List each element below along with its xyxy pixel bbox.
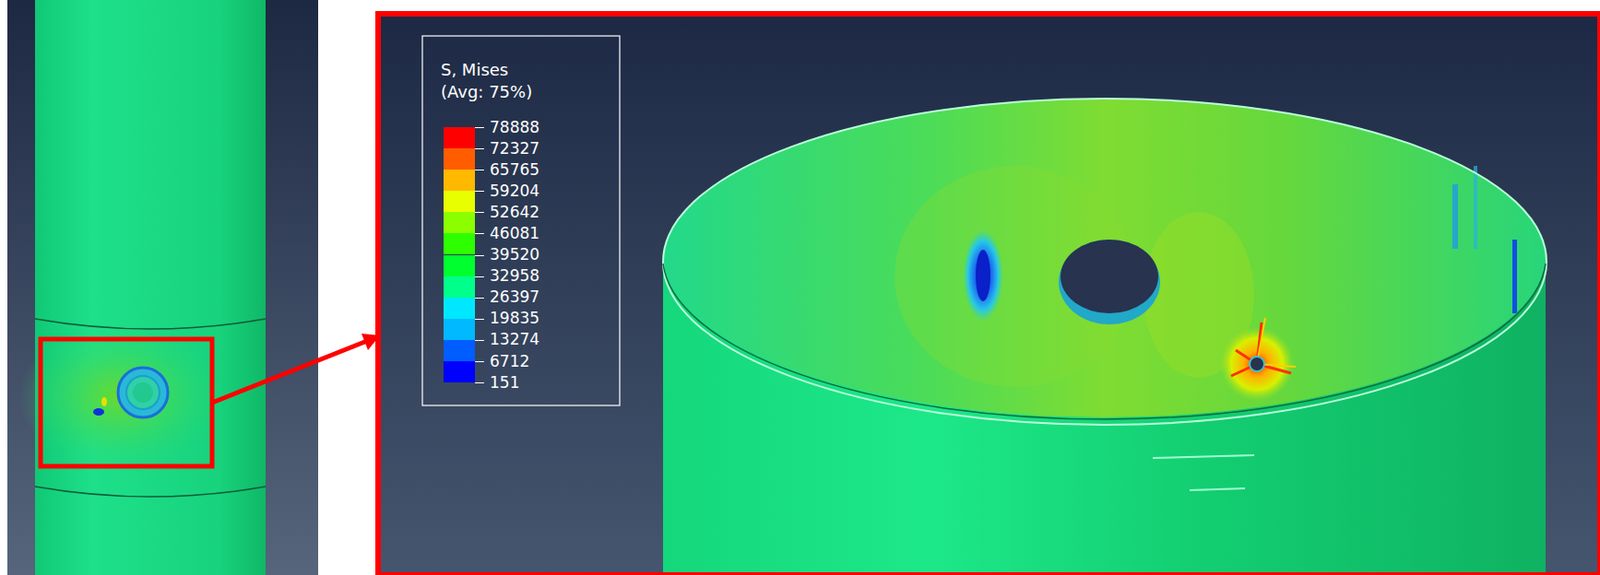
legend-swatch <box>443 190 475 213</box>
legend-swatch <box>443 212 475 234</box>
legend-value: 19835 <box>489 309 540 328</box>
legend-value: 26397 <box>489 288 540 307</box>
legend-title: S, Mises <box>440 60 509 80</box>
legend-tick <box>474 276 485 278</box>
legend-tick <box>474 233 485 235</box>
legend-value: 52642 <box>489 203 540 222</box>
legend-value: 13274 <box>489 331 540 349</box>
legend-tick <box>474 212 485 214</box>
legend-value: 6712 <box>489 353 530 371</box>
legend-swatch <box>443 255 475 277</box>
legend-swatch <box>443 276 475 298</box>
legend-value: 32958 <box>489 267 540 285</box>
legend-tick <box>474 169 485 171</box>
legend-value: 151 <box>489 374 520 392</box>
legend-tick <box>474 361 485 363</box>
legend-value: 46081 <box>489 225 540 243</box>
legend-value: 72327 <box>489 140 540 158</box>
legend-value: 78888 <box>489 118 540 137</box>
legend-tick <box>474 148 485 150</box>
legend-tick <box>474 190 485 192</box>
legend-swatch <box>443 297 475 320</box>
legend-swatch <box>443 169 475 191</box>
legend-tick <box>474 255 485 257</box>
legend-value: 59204 <box>489 182 540 201</box>
legend-swatch <box>443 361 475 383</box>
legend-tick <box>474 340 485 342</box>
legend-tick <box>474 382 485 384</box>
legend-tick <box>474 127 485 129</box>
legend-title: (Avg: 75%) <box>440 82 533 102</box>
legend-swatch <box>443 148 475 170</box>
legend-value: 39520 <box>489 246 540 264</box>
legend-swatch <box>443 340 475 362</box>
legend-tick <box>474 297 485 299</box>
legend-swatch <box>443 127 475 149</box>
legend-value: 65765 <box>489 161 540 179</box>
legend-swatch <box>443 319 475 341</box>
legend-swatch <box>443 233 475 255</box>
legend-tick <box>474 319 485 320</box>
